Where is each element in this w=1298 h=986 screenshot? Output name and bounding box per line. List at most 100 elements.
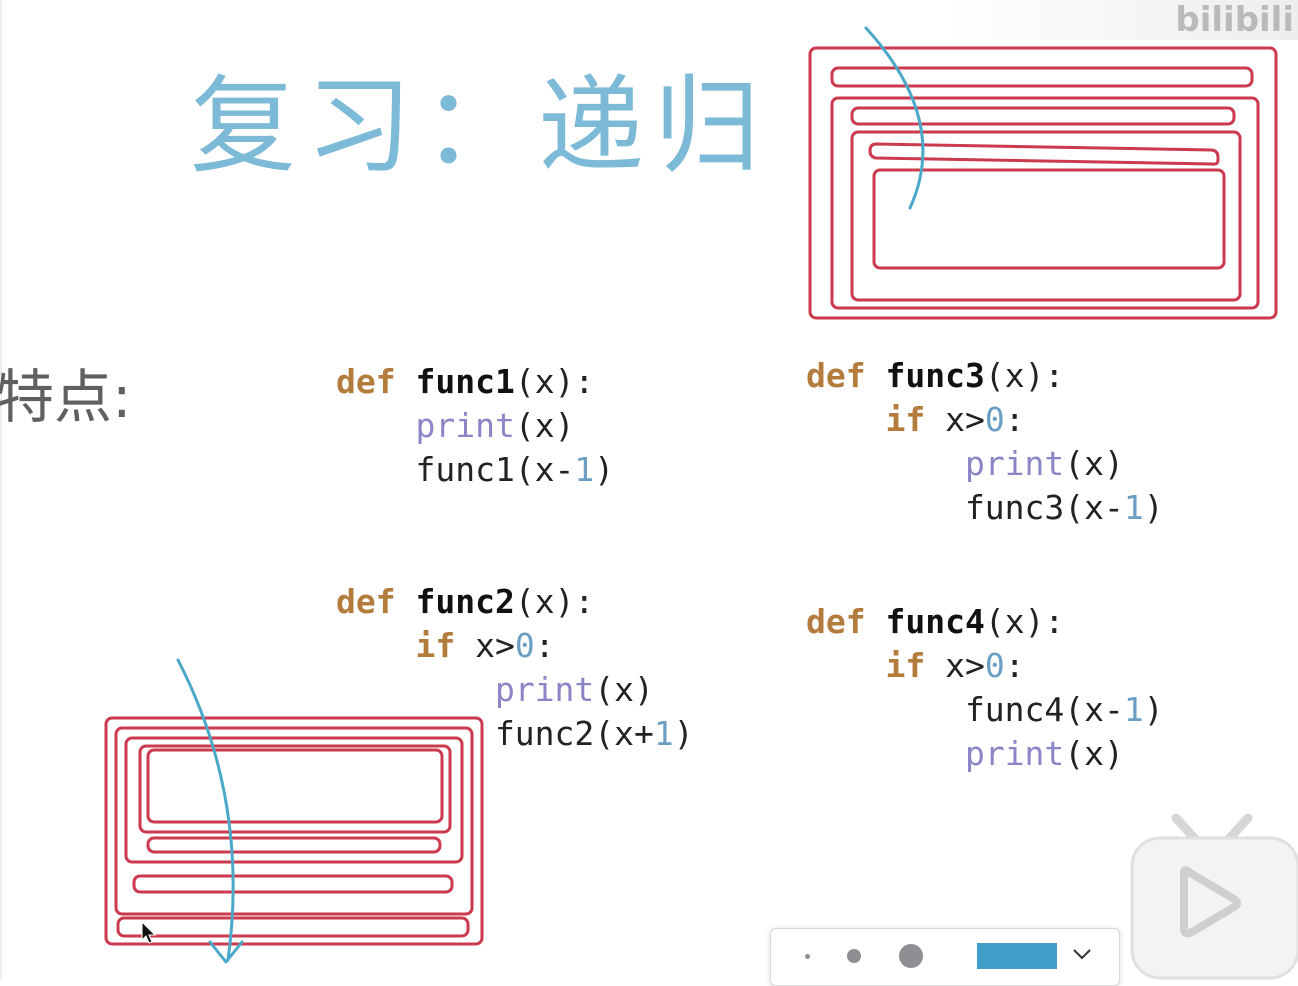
- code-token: :: [534, 626, 555, 665]
- annotation-down-arrow-stroke: [176, 658, 235, 962]
- code-line: print(x): [806, 732, 1164, 776]
- features-label: 特点:: [0, 363, 132, 431]
- frame-level-2: [830, 96, 1260, 310]
- frame-level-3: [850, 130, 1242, 302]
- code-token: x>: [925, 646, 985, 685]
- code-line: if x>0:: [806, 398, 1164, 442]
- code-token: [806, 646, 885, 685]
- code-token: (x): [1064, 734, 1124, 773]
- code-block-func4: def func4(x): if x>0: func4(x-1) print(x…: [806, 600, 1164, 776]
- frame-inner: [146, 748, 444, 824]
- code-token: x>: [925, 400, 985, 439]
- code-line: print(x): [336, 404, 614, 448]
- code-token: [336, 406, 415, 445]
- code-token: def: [806, 356, 886, 395]
- code-token: 1: [653, 714, 674, 753]
- code-line: def func2(x):: [336, 580, 694, 624]
- code-block-func3: def func3(x): if x>0: print(x) func3(x-1…: [806, 354, 1164, 530]
- code-token: [806, 400, 885, 439]
- code-token: 0: [984, 646, 1005, 685]
- code-token: (x):: [984, 602, 1065, 641]
- frame-outer: [808, 46, 1278, 320]
- code-token: print: [415, 406, 515, 445]
- frame-level-4: [138, 744, 452, 834]
- code-token: (x):: [514, 362, 595, 401]
- code-token: if: [885, 646, 926, 685]
- frame-bar-1: [830, 66, 1254, 88]
- code-block-func2: def func2(x): if x>0: print(x) func2(x+1…: [336, 580, 694, 756]
- code-token: def: [336, 362, 416, 401]
- code-token: func3: [885, 356, 985, 395]
- func2-nested-boxes-diagram: [104, 658, 484, 964]
- pen-size-medium-button[interactable]: [847, 949, 861, 963]
- chevron-down-icon[interactable]: [1071, 943, 1093, 965]
- code-line: if x>0:: [806, 644, 1164, 688]
- pen-size-small-button[interactable]: [805, 954, 810, 959]
- code-token: func1: [415, 362, 515, 401]
- code-line: func1(x-1): [336, 448, 614, 492]
- code-block-func1: def func1(x): print(x) func1(x-1): [336, 360, 614, 492]
- frame-bar-3: [868, 142, 1220, 166]
- code-line: def func3(x):: [806, 354, 1164, 398]
- code-token: [806, 444, 965, 483]
- code-line: print(x): [806, 442, 1164, 486]
- code-token: func2(x+: [336, 714, 654, 753]
- frame-bar-3: [116, 916, 470, 938]
- code-token: 0: [514, 626, 535, 665]
- code-token: (x): [594, 670, 654, 709]
- code-token: ): [673, 714, 694, 753]
- code-token: print: [494, 670, 595, 709]
- code-token: def: [806, 602, 886, 641]
- pen-color-swatch[interactable]: [977, 943, 1057, 969]
- code-token: func1(x-: [336, 450, 575, 489]
- frame-outer: [104, 716, 484, 946]
- slide-left-edge: [0, 0, 2, 980]
- code-line: def func4(x):: [806, 600, 1164, 644]
- code-token: ): [1143, 488, 1164, 527]
- code-token: (x):: [984, 356, 1065, 395]
- code-token: 0: [984, 400, 1005, 439]
- code-token: 1: [1123, 488, 1144, 527]
- code-token: func4: [885, 602, 985, 641]
- code-token: func3(x-: [806, 488, 1124, 527]
- code-token: [806, 734, 965, 773]
- frame-level-3: [124, 736, 464, 864]
- code-token: :: [1004, 646, 1025, 685]
- code-token: (x): [514, 406, 575, 445]
- code-token: (x):: [514, 582, 595, 621]
- arrowhead-icon: [208, 940, 244, 964]
- site-watermark: bilibili: [950, 0, 1298, 40]
- code-line: def func1(x):: [336, 360, 614, 404]
- code-token: if: [415, 626, 456, 665]
- code-token: if: [885, 400, 926, 439]
- code-token: :: [1004, 400, 1025, 439]
- code-token: ): [594, 450, 615, 489]
- code-line: func3(x-1): [806, 486, 1164, 530]
- code-token: func4(x-: [806, 690, 1124, 729]
- func3-nested-boxes-diagram: [808, 26, 1278, 320]
- code-token: (x): [1064, 444, 1124, 483]
- frame-level-2: [114, 726, 474, 916]
- code-token: 1: [1123, 690, 1144, 729]
- pen-size-large-button[interactable]: [899, 944, 923, 968]
- code-line: func4(x-1): [806, 688, 1164, 732]
- frame-inner: [872, 168, 1226, 270]
- code-line: print(x): [336, 668, 694, 712]
- slide-title: 复习：递归: [190, 65, 770, 188]
- frame-bar-2: [132, 874, 454, 894]
- code-token: func2: [415, 582, 515, 621]
- code-line: func2(x+1): [336, 712, 694, 756]
- code-token: x>: [455, 626, 515, 665]
- frame-bar-1: [146, 836, 442, 854]
- pen-toolbar: [770, 928, 1120, 986]
- frame-bar-2: [850, 106, 1236, 126]
- code-token: print: [964, 444, 1065, 483]
- code-token: def: [336, 582, 416, 621]
- code-token: ): [1143, 690, 1164, 729]
- bilibili-tv-play-icon[interactable]: [1126, 810, 1298, 980]
- mouse-cursor-icon: [141, 920, 157, 944]
- annotation-arc-stroke: [864, 26, 925, 210]
- code-line: if x>0:: [336, 624, 694, 668]
- code-token: 1: [574, 450, 595, 489]
- code-token: print: [964, 734, 1065, 773]
